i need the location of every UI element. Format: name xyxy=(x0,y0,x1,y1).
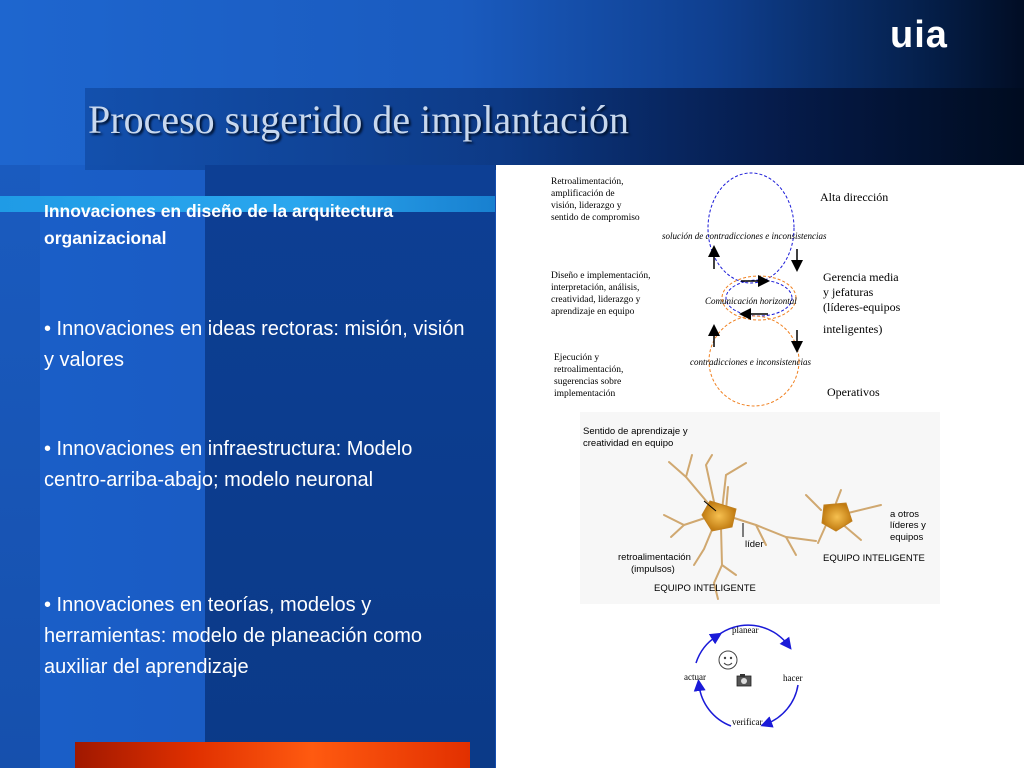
level-operativos: Operativos xyxy=(827,385,880,399)
red-accent-bar xyxy=(75,742,470,768)
level-alta-direccion: Alta dirección xyxy=(820,190,888,204)
feedback-label: retroalimentación (impulsos) xyxy=(618,552,694,575)
others-label: a otros líderes y equipos xyxy=(890,509,929,543)
pdca-hacer: hacer xyxy=(783,673,802,683)
bullet-teorias-modelos: • Innovaciones en teorías, modelos y her… xyxy=(44,594,422,678)
neuron-box xyxy=(580,412,940,604)
bullet-infraestructura: • Innovaciones en infraestructura: Model… xyxy=(44,438,413,491)
pdca-actuar: actuar xyxy=(684,672,706,682)
cyan-accent-line xyxy=(0,196,495,212)
leader-dendrites xyxy=(663,454,817,600)
neuronal-diagram: Sentido de aprendizaje y creatividad en … xyxy=(580,412,940,604)
hierarchy-diagram: Retroalimentación, amplificación de visi… xyxy=(551,172,903,407)
team-neuron xyxy=(821,502,853,532)
pdca-planear: planear xyxy=(732,625,758,635)
label-comunicacion-horizontal: Comunicación horizontal xyxy=(705,296,797,306)
middle-decor-column xyxy=(205,165,495,768)
level-gerencia-media: Gerencia media y jefaturas (líderes-equi… xyxy=(823,270,903,336)
leader-pointer xyxy=(703,500,717,512)
slide-title: Proceso sugerido de implantación xyxy=(88,97,629,142)
bullet-ideas-rectoras: • Innovaciones en ideas rectoras: misión… xyxy=(44,318,465,371)
pdca-diagram: planear hacer verificar actuar xyxy=(684,624,802,728)
camera-icon xyxy=(736,674,752,687)
note-retroalimentacion: Retroalimentación, amplificación de visi… xyxy=(551,177,640,223)
pdca-verificar: verificar xyxy=(732,717,762,727)
diagram-panel: Retroalimentación, amplificación de visi… xyxy=(496,165,1024,768)
label-contradicciones: contradicciones e inconsistencias xyxy=(690,357,811,367)
left-decor-column xyxy=(0,165,40,768)
leader-label: líder xyxy=(745,539,763,550)
label-solucion-contradicciones: solución de contradicciones e inconsiste… xyxy=(662,231,827,241)
neuron-heading: Sentido de aprendizaje y creatividad en … xyxy=(583,426,690,449)
arc-verificar-actuar xyxy=(693,679,732,727)
leader-neuron xyxy=(701,500,737,532)
title-strip xyxy=(85,88,1024,170)
note-ejecucion: Ejecución y retroalimentación, sugerenci… xyxy=(554,353,626,399)
uia-logo: uia xyxy=(890,14,948,56)
team-label-left: EQUIPO INTELIGENTE xyxy=(654,583,756,594)
arc-actuar-planear xyxy=(695,632,723,664)
arc-planear-hacer xyxy=(716,624,792,650)
text-panel: Innovaciones en diseño de la arquitectur… xyxy=(44,198,484,678)
diagrams-svg: Retroalimentación, amplificación de visi… xyxy=(551,172,940,728)
arc-hacer-verificar xyxy=(760,684,799,728)
section-subtitle: Innovaciones en diseño de la arquitectur… xyxy=(44,201,394,248)
smiley-icon xyxy=(718,650,738,670)
team-label-right: EQUIPO INTELIGENTE xyxy=(823,553,925,564)
note-diseno: Diseño e implementación, interpretación,… xyxy=(551,271,653,317)
top-loop xyxy=(707,172,795,284)
bottom-loop xyxy=(708,315,800,407)
